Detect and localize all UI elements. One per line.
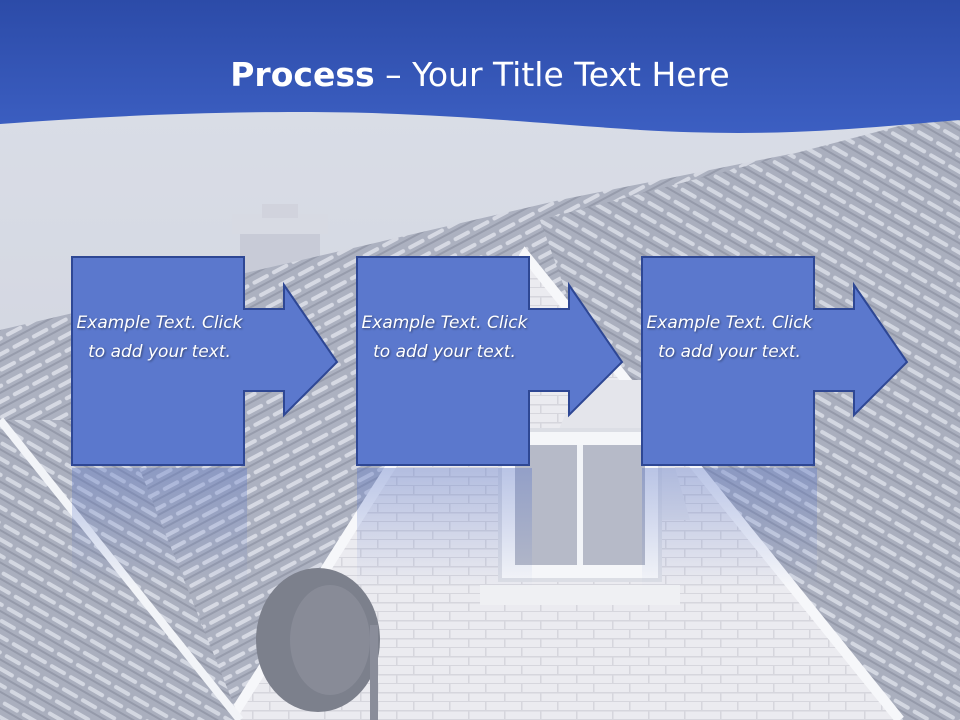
title-bold: Process [230, 55, 375, 94]
step-2-reflection [357, 468, 532, 588]
arrow-shape [356, 256, 624, 466]
process-step-3[interactable]: Example Text. Click to add your text. [641, 255, 912, 470]
arrow-shape [71, 256, 339, 466]
step-1-text[interactable]: Example Text. Click to add your text. [76, 313, 243, 362]
step-1-reflection [72, 468, 247, 588]
step-2-text[interactable]: Example Text. Click to add your text. [361, 313, 528, 362]
slide-title[interactable]: Process – Your Title Text Here [0, 52, 960, 98]
step-3-reflection [642, 468, 817, 588]
process-step-1[interactable]: Example Text. Click to add your text. [71, 255, 342, 470]
step-3-text[interactable]: Example Text. Click to add your text. [646, 313, 813, 362]
arrow-shape [641, 256, 909, 466]
title-rest: – Your Title Text Here [374, 55, 730, 94]
process-step-2[interactable]: Example Text. Click to add your text. [356, 255, 627, 470]
